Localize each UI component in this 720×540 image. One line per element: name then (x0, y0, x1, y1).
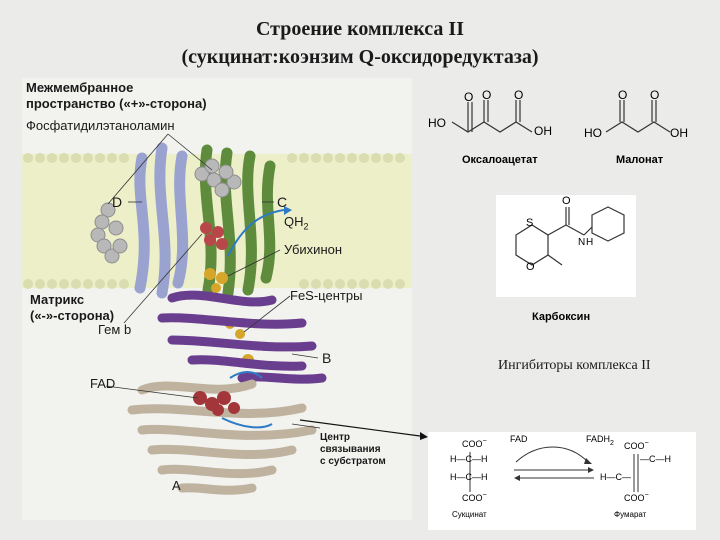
subunit-a-ribbons (127, 379, 317, 495)
oxaloacetate-oh: OH (534, 124, 552, 138)
label-fad: FAD (90, 376, 116, 391)
oxaloacetate-label: Оксалоацетат (462, 154, 538, 166)
malonate-o2: O (650, 88, 660, 102)
label-matrix-line1: Матрикс (30, 292, 85, 307)
electron-path-arrows (221, 209, 285, 429)
label-intermembrane-line2: пространство («+»-сторона) (26, 96, 207, 111)
label-intermembrane-line1: Межмембранное (26, 80, 134, 95)
succinate-ch2-1: H—C—H (450, 454, 488, 464)
inhibitors-caption: Ингибиторы комплекса II (498, 358, 651, 373)
carboxin-o: O (526, 261, 535, 273)
complex-ii-structure-figure: Межмембранное пространство («+»-сторона)… (22, 78, 412, 520)
fumarate-coo-bottom: COO− (624, 490, 649, 503)
succinate-ch2-2: H—C—H (450, 472, 488, 482)
label-matrix-line2: («-»-сторона) (30, 308, 115, 323)
fumarate-ch-2: H—C— (600, 472, 631, 482)
label-qh2: QH2 (284, 214, 309, 232)
oxaloacetate-o2: O (482, 88, 492, 102)
carboxin-skeleton (515, 206, 625, 266)
label-subunit-a: A (172, 478, 181, 493)
label-binding-line1: Центр (320, 432, 351, 443)
carboxin-label: Карбоксин (532, 311, 591, 323)
succinate-fumarate-reaction: COO− H—C—H H—C—H COO− Сукцинат FAD FADH2… (428, 432, 696, 530)
oxaloacetate-skeleton (451, 100, 533, 133)
label-binding-line2: связывания (320, 444, 381, 455)
malonate-ho: HO (584, 126, 602, 140)
lipid-heads-bottom (23, 279, 405, 289)
reaction-fadh2-label: FADH2 (586, 434, 614, 447)
malonate-o1: O (618, 88, 628, 102)
succinate-label: Сукцинат (452, 510, 487, 519)
carboxin-carbonyl-o: O (562, 195, 571, 207)
carboxin-h: H (586, 237, 594, 248)
label-heme-b: Гем b (98, 322, 132, 337)
protein-structure-drawing (22, 78, 412, 520)
oxaloacetate-o1: O (464, 90, 474, 104)
carboxin-n: N (578, 237, 586, 248)
fad-cluster (193, 391, 240, 416)
lipid-heads-top (23, 153, 405, 163)
label-subunit-d: D (112, 194, 123, 210)
label-binding-line3: с субстратом (320, 456, 386, 467)
malonate-oh: OH (670, 126, 688, 140)
title-line-1: Строение комплекса II (255, 18, 464, 40)
succinate-coo-bottom: COO− (462, 490, 487, 503)
fumarate-ch-1: —C—H (640, 454, 671, 464)
phosphatidylethanolamine-spheres (90, 158, 242, 264)
malonate-label: Малонат (616, 154, 664, 166)
reaction-drawing (469, 446, 639, 492)
label-subunit-c: C (277, 194, 288, 210)
oxaloacetate-ho: HO (428, 116, 446, 130)
oxaloacetate-structure: HO OH O O O Оксалоацетат (424, 88, 558, 168)
reaction-fad-label: FAD (510, 434, 528, 444)
heme-cluster (200, 222, 228, 250)
title-line-2: (сукцинат:коэнзим Q-оксидоредуктаза) (181, 46, 539, 68)
subunit-d-helices (134, 142, 189, 299)
fumarate-label: Фумарат (614, 510, 647, 519)
label-subunit-b: B (322, 350, 332, 366)
fumarate-coo-top: COO− (624, 438, 649, 451)
label-ubiquinone: Убихинон (284, 242, 343, 257)
label-fes-centers: FeS-центры (290, 288, 363, 303)
oxaloacetate-o3: O (514, 88, 524, 102)
subunit-b-ribbons (157, 290, 327, 384)
label-phosphatidylethanolamine: Фосфатидилэтаноламин (26, 118, 175, 133)
carboxin-structure-box: S O O N H (496, 195, 636, 297)
succinate-coo-top: COO− (462, 436, 487, 449)
malonate-structure: HO OH O O Малонат (584, 88, 694, 168)
carboxin-s: S (526, 217, 534, 229)
malonate-skeleton (605, 100, 671, 133)
